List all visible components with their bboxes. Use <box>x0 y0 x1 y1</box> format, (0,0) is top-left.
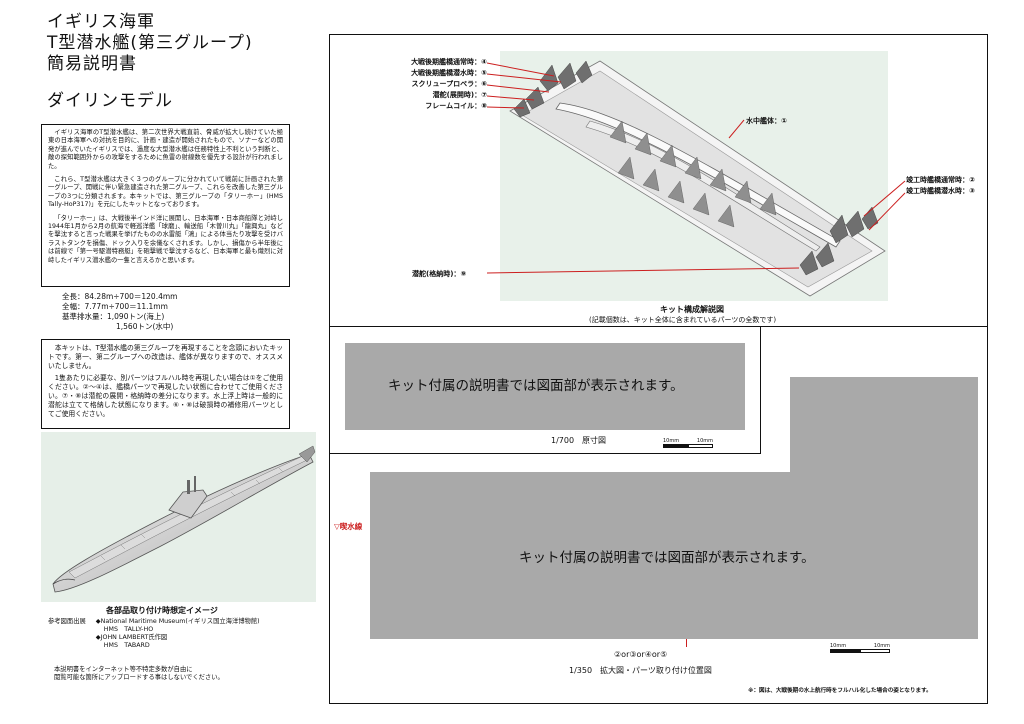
bridge-parts-position: ②or③or④or⑤ <box>614 650 668 659</box>
submarine-render-image <box>41 432 316 602</box>
drawing-placeholder-700 <box>345 343 745 430</box>
intro-paragraph: イギリス海軍のT型潜水艦は、第二次世界大戦直前、脅威が拡大し続けていた極東の日本… <box>48 129 283 170</box>
leader-lines <box>486 62 906 274</box>
submarine-illustration <box>52 445 316 593</box>
intro-paragraph: 「タリーホー」は、大戦後半インド洋に展開し、日本海軍・日本商船隊と対峙し1944… <box>48 214 283 264</box>
scale-label: 10mm <box>663 438 680 444</box>
parts-sprue-illustration <box>509 60 886 297</box>
scale-label: 10mm <box>873 643 890 649</box>
notice-text-box: 本キットは、T型潜水艦の第三グループを再現することを念頭においたキットです。第一… <box>41 339 290 429</box>
intro-paragraph: これら、T型潜水艦は大きく３つのグループに分かれていて戦前に計画された第一グルー… <box>48 176 283 209</box>
scale-700-caption: 1/700 原寸図 <box>551 436 607 445</box>
document-title: イギリス海軍 T型潜水艦(第三グループ) 簡易説明書 <box>47 12 253 75</box>
maker-name: ダイリンモデル <box>47 91 173 111</box>
label-diveplane-deployed: 潜舵(展開時)：⑦ <box>432 91 487 99</box>
frame-divider <box>329 326 988 327</box>
label-frame-coil: フレームコイル：⑧ <box>425 102 487 110</box>
spec-displacement-submerged: 1,560トン(水中) <box>116 322 174 331</box>
waterline-label: ▽喫水線 <box>334 522 363 531</box>
upload-notice-line: 閲覧可能な箇所にアップロードする事はしないでください。 <box>54 674 224 682</box>
bullet: ◆ <box>95 618 101 625</box>
reference-source: JOHN LAMBERT氏作図 <box>100 634 168 641</box>
title-line-2: T型潜水艦(第三グループ) <box>47 33 253 53</box>
parts-labels-left: 大戦後期艦橋通常時：④ 大戦後期艦橋潜水時：⑤ スクリュープロペラ：⑥ 潜舵(展… <box>389 57 487 112</box>
bottom-note: ※：図は、大戦後期の水上航行時をフルハル化した場合の姿となります。 <box>748 688 932 694</box>
spec-displacement-surface: 基準排水量：1,090トン(海上) <box>62 312 165 321</box>
title-line-1: イギリス海軍 <box>47 12 155 32</box>
reference-sources: 参考図面出展 ◆National Maritime Museum(イギリス国立海… <box>48 618 260 650</box>
parts-diagram-caption: キット構成解説図 <box>660 305 724 314</box>
parts-labels-right: 竣工時艦橋通常時：② 竣工時艦橋潜水時：③ <box>905 175 975 197</box>
drawing-placeholder-350 <box>370 472 978 639</box>
bullet: ◆ <box>95 634 101 641</box>
scale-bar-350: 10mm 10mm <box>830 643 890 653</box>
scale-label: 10mm <box>696 438 713 444</box>
render-caption: 各部品取り付け時想定イメージ <box>106 606 218 615</box>
specifications: 全長：84.28m÷700＝120.4mm 全幅：7.77m÷700＝11.1m… <box>62 292 177 332</box>
placeholder-text-700: キット付属の説明書では図面部が表示されます。 <box>388 378 684 394</box>
scale-700-panel <box>329 326 761 454</box>
label-propeller: スクリュープロペラ：⑥ <box>411 80 487 88</box>
references-label: 参考図面出展 <box>48 618 86 625</box>
title-line-3: 簡易説明書 <box>47 54 137 74</box>
upload-notice-line: 本説明書をインターネット等不特定多数が自由に <box>54 666 193 673</box>
drawing-frame <box>329 34 988 704</box>
reference-ship: HMS TABARD <box>103 642 150 649</box>
label-underwater-hull: 水中艦体：① <box>746 117 787 125</box>
notice-paragraph: 本キットは、T型潜水艦の第三グループを再現することを念頭においたキットです。第一… <box>48 344 283 370</box>
placeholder-text-350: キット付属の説明書では図面部が表示されます。 <box>519 550 815 566</box>
upload-notice: 本説明書をインターネット等不特定多数が自由に 閲覧可能な箇所にアップロードする事… <box>54 666 224 683</box>
label-late-bridge-submerged: 大戦後期艦橋潜水時：⑤ <box>411 69 487 77</box>
parts-diagram-note: (記載個数は、キット全体に含まれているパーツの全数です) <box>589 316 777 324</box>
label-diveplane-stowed: 潜舵(格納時)：⑨ <box>412 270 467 278</box>
reference-ship: HMS TALLY-HO <box>103 626 154 633</box>
position-leader <box>686 639 687 647</box>
label-late-bridge-surface: 大戦後期艦橋通常時：④ <box>411 58 487 66</box>
reference-source: National Maritime Museum(イギリス国立海洋博物館) <box>100 618 260 625</box>
scale-350-caption: 1/350 拡大図・パーツ取り付け位置図 <box>569 666 712 675</box>
intro-text-box: イギリス海軍のT型潜水艦は、第二次世界大戦直前、脅威が拡大し続けていた極東の日本… <box>41 124 290 287</box>
scale-bar-700: 10mm 10mm <box>663 438 713 448</box>
label-early-bridge-surface: 竣工時艦橋通常時：② <box>906 176 975 184</box>
parts-diagram <box>500 51 888 301</box>
spec-length: 全長：84.28m÷700＝120.4mm <box>62 292 178 301</box>
label-early-bridge-submerged: 竣工時艦橋潜水時：③ <box>906 187 975 195</box>
scale-label: 10mm <box>830 643 847 649</box>
spec-beam: 全幅：7.77m÷700＝11.1mm <box>62 302 168 311</box>
notice-paragraph: 1隻あたりに必要な、別パーツはフルハル時を再現したい場合は①をご使用ください。②… <box>48 374 283 418</box>
